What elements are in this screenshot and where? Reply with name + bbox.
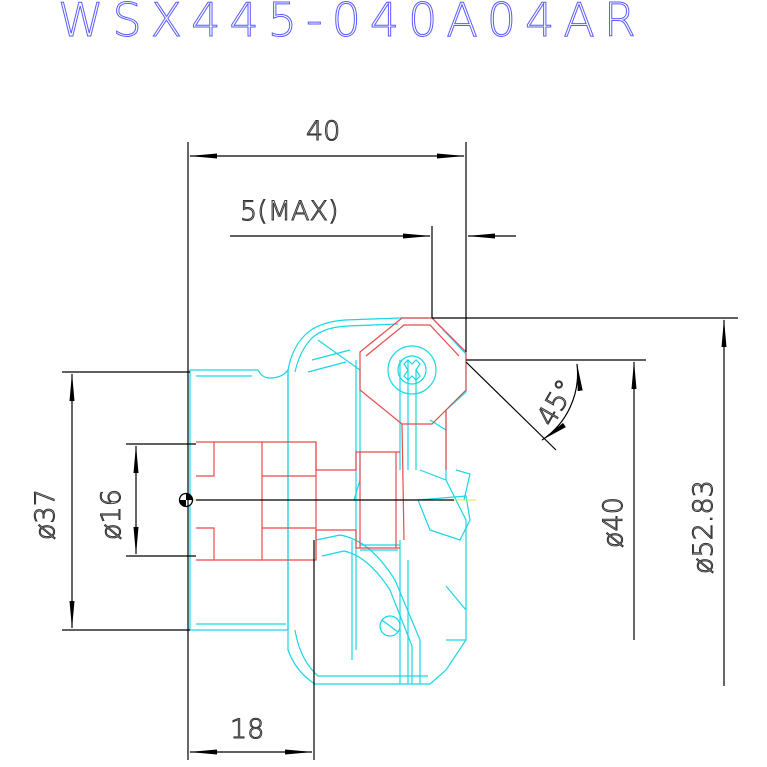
dim-outer-dia-52-83: ø52.83 [688,480,719,574]
dim-max-depth: 5(MAX) [240,196,339,227]
dim-angle-45: 45° [531,375,582,432]
insert-and-bore [196,317,467,561]
dim-bore-dia-16: ø16 [96,489,127,540]
dim-cutting-dia-40: ø40 [598,497,629,548]
dim-length-18: 18 [230,714,264,745]
drawing-title: WSX445-040A04AR [58,0,645,47]
dim-hub-dia-37: ø37 [30,489,61,540]
cutter-body [189,317,471,685]
dimension-lines [62,142,738,760]
centerline [178,492,476,508]
dim-width-40: 40 [306,116,340,147]
